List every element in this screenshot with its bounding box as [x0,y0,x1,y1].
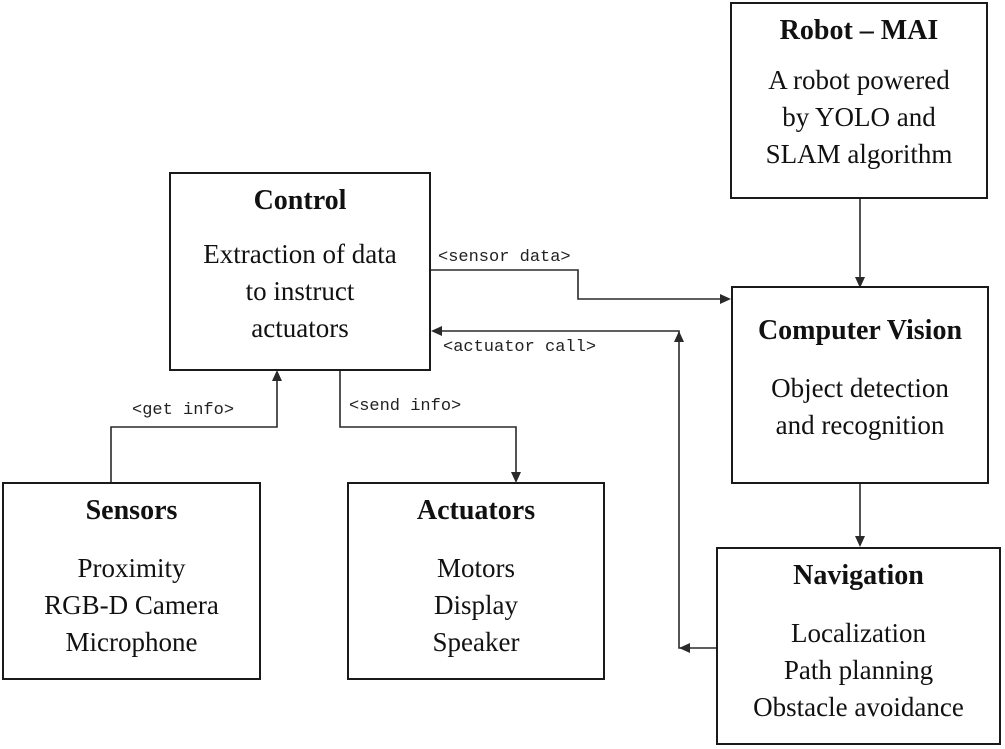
edge-send-info [339,371,517,473]
arrowhead-actuator-call-up [674,331,684,342]
node-navigation-line: Localization [791,618,926,648]
node-sensors-line: Proximity [77,553,186,583]
edge-label-sensor-data: <sensor data> [438,248,571,267]
node-sensors-line: Microphone [65,627,198,657]
node-robot-mai-title: Robot – MAI [779,15,939,46]
node-control-line: actuators [251,313,349,343]
edge-label-send-info: <send info> [349,397,462,416]
node-navigation-line: Path planning [783,655,934,685]
arrowhead-sensor-data [720,294,731,304]
node-navigation-line: Obstacle avoidance [753,692,964,722]
node-control: Control Extraction of data to instruct a… [169,172,431,371]
node-actuators-title: Actuators [416,495,536,526]
arrowhead-actuator-call [431,326,442,336]
node-robot-mai-line: by YOLO and [782,102,936,132]
arrowhead-actuator-call-left [679,643,690,653]
node-navigation-title: Navigation [793,560,924,591]
node-navigation: Navigation Localization Path planning Ob… [716,547,1001,745]
node-computer-vision: Computer Vision Object detection and rec… [731,286,989,484]
edge-label-get-info: <get info> [132,401,235,420]
node-sensors: Sensors Proximity RGB-D Camera Microphon… [2,482,261,680]
arrowhead-get-info [272,370,282,381]
node-control-line: to instruct [245,276,355,306]
edge-sensor-data [431,269,721,300]
node-sensors-title: Sensors [85,495,178,526]
arrowhead-vision-to-navigation [855,536,865,547]
node-robot-mai-line: A robot powered [768,65,950,95]
node-actuators: Actuators Motors Display Speaker [347,482,605,680]
node-sensors-line: RGB-D Camera [44,590,219,620]
node-robot-mai-line: SLAM algorithm [765,139,953,169]
edge-actuator-call [441,330,716,649]
edge-get-info [110,380,278,482]
node-control-line: Extraction of data [203,239,397,269]
node-robot-mai: Robot – MAI A robot powered by YOLO and … [730,2,988,199]
arrowhead-robot-to-vision [855,277,865,288]
node-actuators-line: Motors [436,553,515,583]
node-actuators-line: Display [434,590,518,620]
node-computer-vision-line: and recognition [775,410,945,440]
arrowhead-send-info [511,472,521,483]
node-actuators-line: Speaker [432,627,520,657]
node-computer-vision-title: Computer Vision [757,315,963,346]
node-computer-vision-line: Object detection [771,373,949,403]
edge-label-actuator-call: <actuator call> [443,338,597,357]
node-control-title: Control [253,185,347,216]
